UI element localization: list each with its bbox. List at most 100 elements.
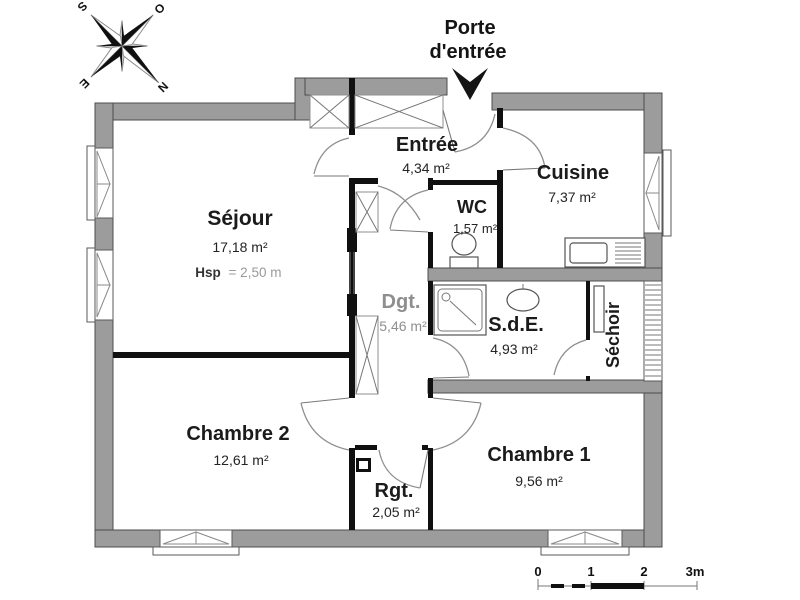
partition xyxy=(422,445,428,450)
compass-south-point xyxy=(90,14,123,48)
wall-bedroom1-top xyxy=(427,379,663,394)
toilet-tank-icon xyxy=(449,256,479,269)
window-casement-icon xyxy=(195,531,230,545)
shower-tray xyxy=(437,288,483,332)
partition xyxy=(349,448,355,530)
partition xyxy=(586,376,590,381)
partition xyxy=(349,78,355,135)
window-sill xyxy=(86,247,96,323)
wall-top-middle xyxy=(304,77,448,96)
door-arc-sechoir xyxy=(553,339,587,376)
room-label-sejour: Séjour xyxy=(207,207,272,230)
room-label-wc: WC xyxy=(457,197,487,217)
vent-wall-sechoir xyxy=(643,280,663,382)
closet-x-icon xyxy=(355,191,379,233)
partition xyxy=(428,180,503,185)
window-sill xyxy=(86,145,96,221)
washbasin-icon xyxy=(506,288,540,312)
partition-block xyxy=(347,294,357,316)
window-sill xyxy=(662,149,672,237)
window-casement-icon xyxy=(645,192,660,231)
door-arc-sde xyxy=(432,337,470,377)
appliance-icon xyxy=(593,285,605,333)
room-area-rgt: 2,05 m² xyxy=(372,504,420,520)
partition xyxy=(428,232,433,268)
partition xyxy=(349,178,355,398)
window-casement-icon xyxy=(96,284,111,318)
closet-x-icon xyxy=(309,94,350,129)
door-leaf-entrance xyxy=(442,109,456,153)
vent-wall-hatch xyxy=(645,284,661,377)
door-arc-hall xyxy=(377,185,421,221)
closet-x-icon xyxy=(354,94,444,129)
room-area-sde: 4,93 m² xyxy=(490,341,538,357)
partition xyxy=(497,108,503,128)
entrance-label-line2: d'entrée xyxy=(429,41,506,63)
room-area-entree: 4,34 m² xyxy=(402,160,450,176)
door-arc-cuisine xyxy=(502,127,546,169)
kitchen-drainboard-icon xyxy=(615,242,641,264)
door-arc-entrance xyxy=(454,113,496,153)
scale-label-2: 2 xyxy=(640,564,647,579)
partition xyxy=(428,378,433,398)
scale-bar: 0 1 2 3m xyxy=(534,564,704,590)
door-arc-rgt xyxy=(378,449,421,489)
scale-bar-dash xyxy=(572,584,585,588)
scale-bar-solid xyxy=(591,583,644,589)
room-area-sejour: 17,18 m² xyxy=(212,239,268,255)
partition-block xyxy=(347,228,357,252)
doors xyxy=(300,109,587,489)
room-label-chambre1: Chambre 1 xyxy=(487,444,590,466)
scale-label-0: 0 xyxy=(534,564,541,579)
scale-label-1: 1 xyxy=(587,564,594,579)
compass-east-point xyxy=(90,46,122,78)
scale-label-3m: 3m xyxy=(686,564,705,579)
partition xyxy=(586,281,590,340)
room-area-dgt: 5,46 m² xyxy=(379,318,427,334)
closets xyxy=(309,94,444,395)
wall-kitchen-bottom xyxy=(427,267,663,282)
room-area-wc: 1,57 m² xyxy=(453,221,498,236)
entrance-arrow-icon xyxy=(452,68,488,100)
fixtures xyxy=(433,232,646,336)
door-arc-wc xyxy=(389,189,429,230)
room-area-cuisine: 7,37 m² xyxy=(548,189,596,205)
room-label-sde: S.d.E. xyxy=(488,314,544,336)
window-casement-icon xyxy=(584,531,620,545)
door-arc-chambre2 xyxy=(300,402,350,451)
toilet-icon xyxy=(451,232,477,256)
partition xyxy=(428,281,433,335)
room-area-chambre1: 9,56 m² xyxy=(515,473,563,489)
room-label-sechoir: Séchoir xyxy=(603,302,623,368)
room-hsp-label: Hsp xyxy=(195,265,221,280)
room-area-chambre2: 12,61 m² xyxy=(213,452,269,468)
room-label-chambre2: Chambre 2 xyxy=(186,423,289,445)
scale-bar-dash xyxy=(551,584,564,588)
wall-top-right xyxy=(491,92,663,111)
door-leaf-sde xyxy=(432,376,470,379)
closet-x-icon xyxy=(355,315,379,395)
door-leaf-rgt xyxy=(419,449,429,489)
door-leaf-wc xyxy=(389,229,429,233)
door-arc-chambre1 xyxy=(432,402,482,451)
partition xyxy=(355,445,377,450)
room-label-dgt: Dgt. xyxy=(382,291,421,313)
door-leaf-cuisine xyxy=(502,167,546,171)
room-hsp-value: = 2,50 m xyxy=(229,265,282,280)
partition xyxy=(355,178,378,184)
room-label-rgt: Rgt. xyxy=(375,480,414,502)
kitchen-sink-icon xyxy=(569,242,608,264)
windows xyxy=(86,145,672,556)
door-leaf-chambre1 xyxy=(432,397,482,404)
room-label-cuisine: Cuisine xyxy=(537,162,609,184)
room-labels: Séjour 17,18 m² Hsp = 2,50 m Entrée 4,34… xyxy=(186,134,623,520)
partition xyxy=(428,178,433,190)
window-sill xyxy=(540,546,630,556)
shower-drain xyxy=(441,292,451,302)
shower-diagonal xyxy=(449,300,477,326)
room-label-entree: Entrée xyxy=(396,134,458,156)
window-sill xyxy=(152,546,240,556)
door-leaf-chambre2 xyxy=(300,397,350,404)
partition xyxy=(113,352,349,358)
